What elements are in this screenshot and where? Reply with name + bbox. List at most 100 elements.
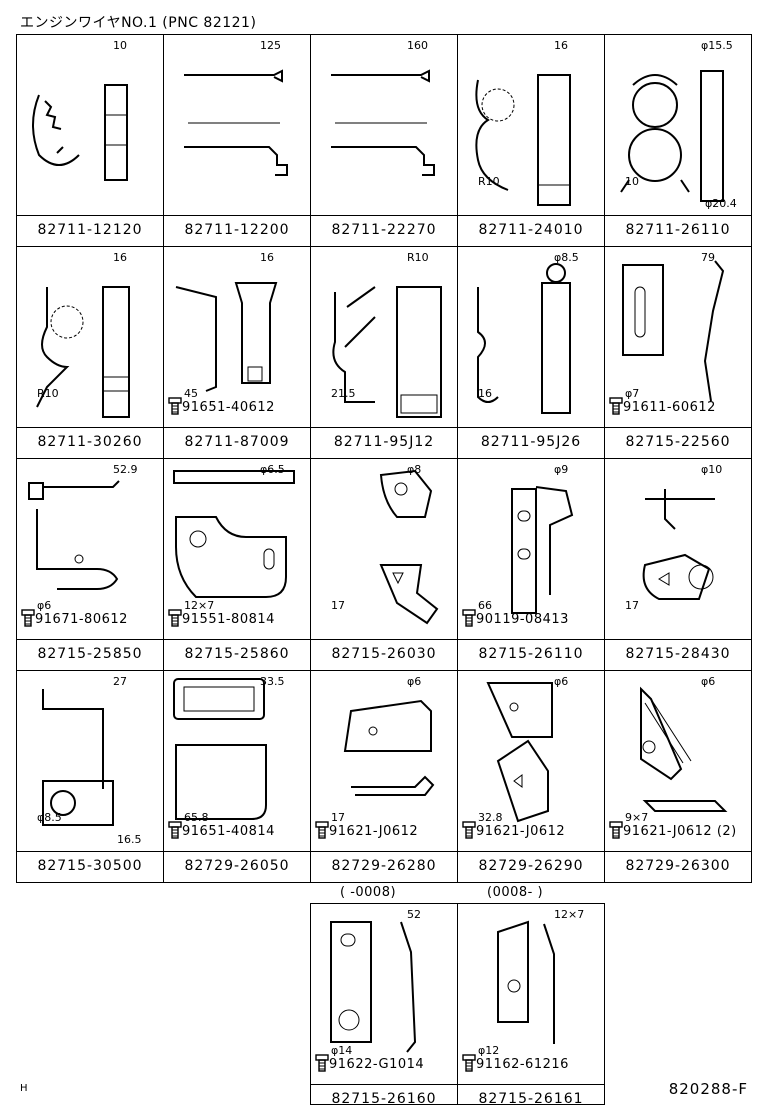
bolt-part-number: 91611-60612 xyxy=(609,397,716,415)
bolt-part-number: 91622-G1014 xyxy=(315,1054,424,1072)
dimension-label: φ8 xyxy=(407,463,421,476)
part-number: 82715-30500 xyxy=(37,858,143,874)
bolt-icon xyxy=(609,397,623,415)
bolt-icon xyxy=(168,609,182,627)
dimension-label: 52 xyxy=(407,908,421,921)
dimension-label: φ8.5 xyxy=(37,811,62,824)
bolt-icon xyxy=(609,821,623,839)
part-number: 82715-28430 xyxy=(625,646,731,662)
bolt-icon xyxy=(21,609,35,627)
part-number: 82715-26030 xyxy=(331,646,437,662)
dimension-label: 16 xyxy=(113,251,127,264)
bolt-part-label: 91671-80612 xyxy=(35,612,128,627)
dimension-label: 16 xyxy=(554,39,568,52)
dimension-label: φ6 xyxy=(407,675,421,688)
bolt-part-number: 91621-J0612 xyxy=(462,821,565,839)
dimension-label: 79 xyxy=(701,251,715,264)
part-illustration: 160 xyxy=(331,39,435,176)
part-number: 82729-26300 xyxy=(625,858,731,874)
bolt-part-label: 91551-80814 xyxy=(182,612,275,627)
dimension-label: φ9 xyxy=(554,463,568,476)
part-number: 82711-26110 xyxy=(625,222,731,238)
dimension-label: φ6.5 xyxy=(260,463,285,476)
part-illustration: 52.9φ6 xyxy=(28,463,138,612)
part-number: 82715-25860 xyxy=(184,646,290,662)
bolt-part-number: 91162-61216 xyxy=(462,1054,569,1072)
dimension-label: 17 xyxy=(625,599,639,612)
dimension-label: 10 xyxy=(625,175,639,188)
date-range-label: ( -0008) xyxy=(340,885,397,900)
dimension-label: 17 xyxy=(331,599,345,612)
bolt-part-label: 91621-J0612 xyxy=(329,824,419,839)
cell-divider xyxy=(164,851,310,852)
part-number: 82729-26280 xyxy=(331,858,437,874)
dimension-label: 16 xyxy=(478,387,492,400)
bolt-part-label: 91621-J0612 (2) xyxy=(623,824,737,839)
dimension-label: φ6 xyxy=(37,599,51,612)
dimension-label: 160 xyxy=(407,39,428,52)
part-number: 82715-26161 xyxy=(478,1091,584,1107)
part-number: 82715-25850 xyxy=(37,646,143,662)
illustration-number: 820288-F xyxy=(668,1080,748,1098)
bolt-part-number: 91651-40612 xyxy=(168,397,275,415)
part-number: 82715-26110 xyxy=(478,646,584,662)
bolt-icon xyxy=(168,397,182,415)
dimension-label: 65.8 xyxy=(184,811,209,824)
dimension-label: φ12 xyxy=(478,1044,499,1057)
cell-divider xyxy=(311,851,457,852)
part-number: 82711-12200 xyxy=(184,222,290,238)
part-illustration: φ6.5 12×7 xyxy=(173,463,295,612)
cell-divider xyxy=(17,215,163,216)
dimension-label: 32.8 xyxy=(478,811,503,824)
dimension-label: 12×7 xyxy=(184,599,214,612)
cell-divider xyxy=(17,639,163,640)
cell-divider xyxy=(458,1084,604,1085)
part-cell: φ8 17 82715-26030 xyxy=(310,458,458,671)
bolt-icon xyxy=(168,821,182,839)
page-title: エンジンワイヤNO.1 (PNC 82121) xyxy=(20,15,257,31)
part-number: 82711-30260 xyxy=(37,434,143,450)
footer-code: H xyxy=(20,1083,28,1094)
cell-divider xyxy=(458,851,604,852)
bolt-part-label: 91622-G1014 xyxy=(329,1057,425,1072)
dimension-label: φ8.5 xyxy=(554,251,579,264)
dimension-label: 16.5 xyxy=(117,833,142,846)
cell-divider xyxy=(164,427,310,428)
bolt-icon xyxy=(315,1054,329,1072)
dimension-label: φ6 xyxy=(554,675,568,688)
dimension-label: 9×7 xyxy=(625,811,648,824)
part-illustration: φ8.5 16 xyxy=(477,251,579,414)
cell-divider xyxy=(311,427,457,428)
bolt-part-number: 90119-08413 xyxy=(462,609,569,627)
part-illustration: φ69×7 xyxy=(625,675,728,824)
dimension-label: φ15.5 xyxy=(701,39,733,52)
part-number: 82729-26050 xyxy=(184,858,290,874)
cell-divider xyxy=(164,639,310,640)
bolt-part-label: 90119-08413 xyxy=(476,612,569,627)
cell-divider xyxy=(458,215,604,216)
bolt-part-number: 91671-80612 xyxy=(21,609,128,627)
